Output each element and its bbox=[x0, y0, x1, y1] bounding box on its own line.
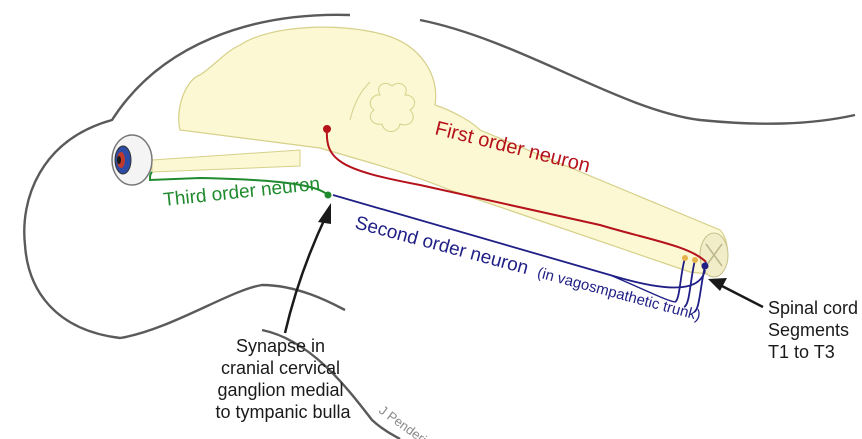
eye-icon bbox=[112, 135, 152, 185]
synapse-label: Synapse in cranial cervical ganglion med… bbox=[215, 336, 351, 422]
spinal-arrow-head bbox=[708, 278, 727, 291]
neck-outline-upper bbox=[420, 20, 855, 124]
synapse-arrow-line bbox=[285, 216, 326, 333]
signature: J Penderis bbox=[376, 402, 435, 439]
second-order-label-main: Second order neuron bbox=[353, 213, 531, 279]
spinal-cord-label: Spinal cord Segments T1 to T3 bbox=[768, 298, 862, 362]
spinal-arrow-line bbox=[720, 285, 763, 307]
synapse-arrow-head bbox=[318, 203, 331, 224]
optic-nerve bbox=[152, 150, 300, 172]
spinal-root-dot-1 bbox=[682, 255, 688, 261]
spinal-root-dot-2 bbox=[692, 257, 698, 263]
